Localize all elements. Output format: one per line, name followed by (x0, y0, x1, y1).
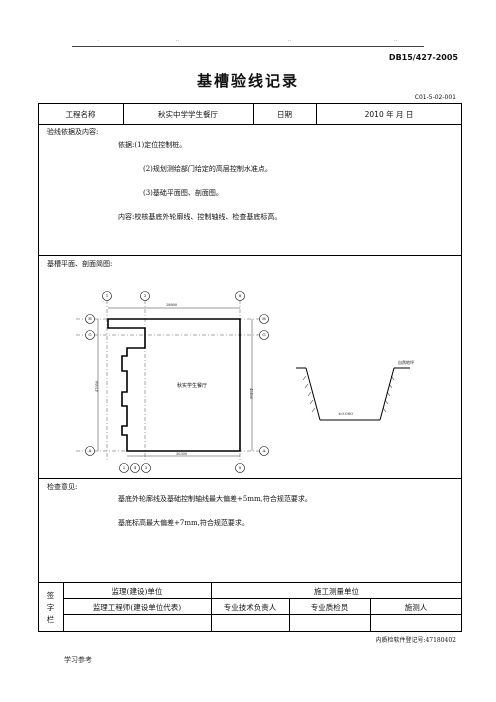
inspection-line: 基底标高最大偏差+7mm,符合规范要求。 (118, 519, 249, 527)
row-divider (63, 598, 462, 599)
dimension-top: 28800 (166, 303, 178, 307)
header-rule (72, 46, 424, 47)
row-divider (38, 124, 462, 125)
project-name-label: 工程名称 (65, 110, 96, 119)
col-divider (253, 103, 254, 124)
col-divider (123, 103, 124, 124)
study-reference-note: 学习参考 (64, 656, 92, 664)
axis-label-bottom: 3 (144, 465, 148, 470)
side-char: 字 (46, 603, 55, 612)
axis-label-top: 8 (238, 293, 242, 298)
axis-label-left: A (88, 448, 92, 453)
form-number: C01-5-02-001 (414, 94, 456, 101)
row-divider (63, 614, 462, 615)
row-divider (38, 255, 462, 256)
row-divider (38, 478, 462, 479)
dimension-bottom: 30300 (176, 452, 188, 456)
col-divider (211, 582, 212, 632)
basis-content: 内容:校核基底外轮廓线、控制轴线、检查基底标高。 (118, 213, 282, 221)
inspection-heading: 检查意见: (47, 483, 78, 491)
page-title: 基槽验线记录 (196, 72, 299, 90)
tech-lead-label: 专业技术负责人 (223, 603, 277, 612)
basis-item: (2)规划测绘部门给定的高层控制水准点。 (143, 165, 272, 173)
plan-section-drawing (76, 291, 410, 473)
survey-unit-label: 施工测量单位 (314, 587, 359, 596)
axis-label-bottom: 4 (133, 465, 137, 470)
header-dot: . (98, 37, 100, 43)
supervisor-engineer-label: 监理工程师(建设单位代表) (92, 603, 182, 612)
record-table (38, 103, 462, 632)
col-divider (63, 582, 64, 632)
quality-inspector-label: 专业质检员 (310, 603, 349, 612)
axis-label-top: 1 (105, 293, 109, 298)
basis-item: 依据:(1)定位控制桩。 (118, 141, 187, 149)
section-trench (296, 367, 410, 421)
sketch-heading: 基槽平面、剖面简图: (47, 260, 113, 268)
header-dot: .. (394, 37, 398, 43)
software-registration-number: 内质检软件登记号:47180402 (375, 637, 456, 644)
basis-heading: 验线依据及内容: (47, 128, 99, 136)
axis-label-top: 3 (143, 293, 147, 298)
col-divider (370, 598, 371, 632)
header-dot: .. (288, 37, 292, 43)
dimension-left: 47050 (95, 380, 99, 392)
axis-label-right: H (262, 316, 266, 321)
axis-label-left: H (88, 316, 92, 321)
axis-label-right: G (262, 332, 266, 337)
date-value: 2010 年 月 日 (364, 110, 414, 119)
axis-label-bottom: 2 (122, 465, 126, 470)
building-outline (107, 318, 241, 452)
axis-label-left: G (88, 332, 92, 337)
building-name-label: 秋实学生餐厅 (177, 383, 208, 389)
header-dot: .. (176, 37, 180, 43)
side-char: 签 (46, 591, 55, 600)
col-divider (316, 103, 317, 124)
axis-label-right: A (262, 448, 266, 453)
dimension-right: 45400 (249, 388, 253, 400)
supervisor-unit-label: 监理(建设)单位 (111, 587, 163, 596)
basis-item: (3)基础平面图、剖面图。 (143, 189, 223, 197)
surveyor-label: 施测人 (404, 603, 428, 612)
section-ground-label: 自然地坪 (398, 360, 414, 365)
axis-label-bottom: 8 (238, 465, 242, 470)
project-name-value: 秋实中学学生餐厅 (158, 110, 218, 119)
inspection-line: 基底外轮廓线及基础控制轴线最大偏差+5mm,符合规范要求。 (118, 495, 312, 503)
side-char: 栏 (46, 615, 55, 624)
row-divider (38, 582, 462, 583)
standard-number: DB15/427-2005 (388, 53, 458, 62)
col-divider (289, 598, 290, 632)
signature-side-label: 签 字 栏 (38, 590, 63, 626)
section-level-label: ±0.000 (338, 411, 353, 416)
date-label: 日期 (277, 110, 292, 119)
